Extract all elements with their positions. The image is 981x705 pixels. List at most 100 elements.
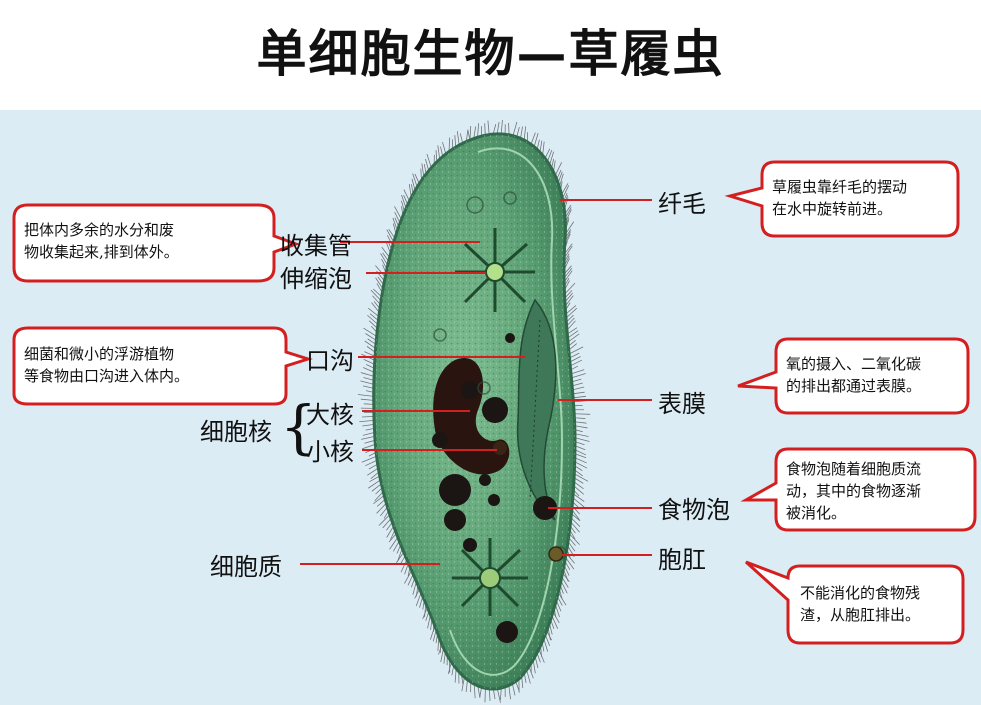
cilium (372, 295, 381, 305)
cilium (508, 685, 511, 700)
cilium (425, 158, 430, 171)
cilium (407, 574, 414, 586)
cilium (426, 153, 432, 168)
cilium (397, 548, 403, 561)
label-cilia: 纤毛 (658, 190, 706, 218)
label-anal-pore: 胞肛 (658, 546, 706, 574)
leader-lines (300, 199, 652, 565)
cilium (374, 491, 384, 502)
note-cilia: 草履虫靠纤毛的摆动在水中旋转前进。 (772, 178, 908, 218)
note-anal-pore: 不能消化的食物残渣，从胞肛排出。 (800, 584, 921, 624)
cilium (367, 467, 379, 476)
cilium (371, 483, 382, 492)
cilium (567, 327, 578, 335)
cilium (574, 453, 587, 459)
cilium (404, 570, 412, 584)
cilium (469, 125, 472, 141)
cilium (570, 521, 580, 533)
cilium (365, 459, 378, 467)
cilium (516, 126, 520, 138)
cilium (528, 666, 534, 679)
cilium (389, 537, 399, 550)
cilium (392, 540, 400, 552)
cilium (574, 461, 588, 469)
cilium (459, 133, 464, 144)
cilium (412, 173, 418, 188)
cilium (479, 687, 482, 698)
cilium (396, 551, 405, 564)
cilium (565, 305, 577, 315)
cilium (401, 194, 407, 209)
cilium (573, 395, 587, 399)
cilium (551, 615, 559, 629)
cilium (511, 683, 516, 696)
cilium (526, 669, 531, 684)
cilium (448, 137, 451, 152)
cilium (538, 648, 545, 663)
label-oral-groove: 口沟 (306, 347, 354, 375)
cilium (467, 129, 471, 141)
cilium (570, 359, 583, 367)
cilium (364, 351, 376, 357)
label-macronucleus: 大核 (306, 401, 354, 429)
cilium (573, 477, 584, 484)
label-micronucleus: 小核 (306, 438, 354, 466)
page-title: 单细胞生物—草履虫 (256, 25, 725, 83)
cilium (520, 126, 523, 139)
cilium (415, 592, 422, 607)
cilium (363, 403, 374, 405)
cilium (360, 398, 374, 401)
cilium (442, 141, 447, 155)
cilium (500, 688, 502, 701)
cilium (570, 517, 581, 527)
cilium (473, 684, 476, 699)
cilium (570, 369, 585, 375)
cilium (523, 126, 527, 141)
cilium (574, 473, 589, 482)
pellicle-line (449, 147, 564, 676)
cilium (568, 533, 580, 545)
cilium (569, 352, 580, 359)
cilium (421, 163, 425, 178)
cilium (400, 559, 408, 573)
cilium (403, 189, 410, 202)
cilium (364, 439, 376, 444)
cilium (369, 475, 380, 483)
label-collecting-canal: 收集管 (280, 232, 352, 260)
cilium (549, 151, 555, 166)
cilium (557, 592, 567, 606)
cilium (572, 391, 585, 395)
anal-pore (548, 546, 564, 562)
cilium (370, 289, 382, 301)
cilium (381, 246, 390, 258)
cilium (500, 119, 503, 134)
cilium (567, 333, 580, 343)
cilium (565, 307, 578, 319)
food-vacuoles (432, 333, 557, 643)
callout-bubbles (12, 160, 977, 645)
macronucleus (433, 358, 510, 475)
cilium (515, 681, 520, 692)
cilium (361, 435, 375, 440)
cilium (574, 441, 585, 446)
cilium (554, 162, 563, 176)
cilium (564, 282, 576, 295)
cilium (496, 688, 501, 703)
cilium (365, 333, 377, 341)
cilium (574, 457, 587, 464)
cilium (361, 415, 374, 418)
cilium (375, 265, 386, 278)
cilium (488, 688, 491, 701)
cilium (360, 380, 375, 385)
cilium (542, 141, 545, 156)
cilium (574, 425, 588, 429)
cilium (487, 120, 490, 135)
cilium (437, 145, 441, 160)
cilium (376, 502, 387, 514)
cilium (572, 493, 585, 502)
cilium (568, 346, 584, 355)
note-oral-groove: 细菌和微小的浮游植物等食物由口沟进入体内。 (24, 345, 190, 385)
cilium (484, 123, 486, 136)
cilium (363, 377, 375, 381)
label-contractile-vacuole: 伸缩泡 (280, 265, 352, 293)
